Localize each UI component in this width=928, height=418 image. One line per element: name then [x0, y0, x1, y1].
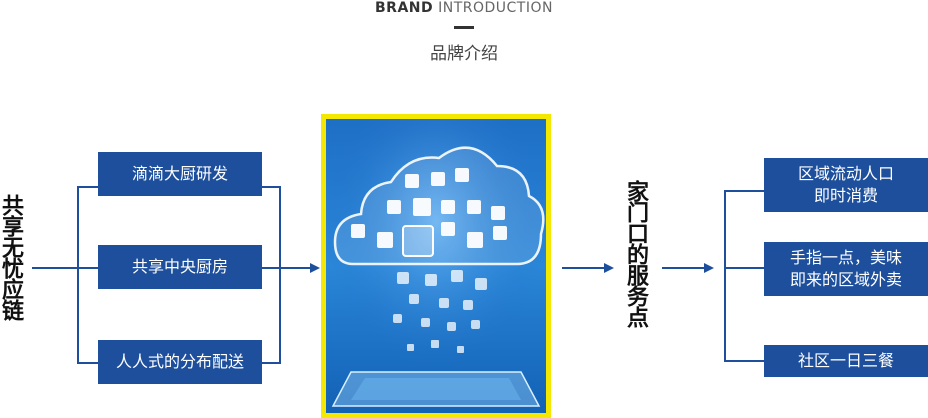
center-cloud-illustration	[321, 114, 551, 418]
center-to-right-connector	[562, 267, 608, 269]
right-box-3-line1: 社区一日三餐	[797, 351, 894, 370]
right-box-3: 社区一日三餐	[764, 345, 928, 377]
right-bracket-top	[724, 190, 764, 192]
left-box-2-label: 共享中央厨房	[131, 257, 228, 276]
header-divider	[454, 26, 474, 29]
right-bracket-bottom	[724, 360, 764, 362]
right-vertical-title: 家门口的服务点	[623, 180, 648, 327]
left-bracket-top	[77, 186, 99, 188]
right-box-1: 区域流动人口 即时消费	[764, 158, 928, 212]
left-vertical-title: 共享无忧应链	[0, 194, 23, 320]
left-box-1: 滴滴大厨研发	[98, 152, 262, 196]
mid-bracket-mid	[262, 267, 280, 269]
arrow-to-center-icon	[310, 263, 320, 273]
mid-bracket-bottom	[262, 362, 280, 364]
arrow-to-bracket-icon	[704, 263, 714, 273]
right-box-2: 手指一点，美味 即来的区域外卖	[764, 242, 928, 296]
right-box-1-line1: 区域流动人口	[797, 164, 894, 183]
section-header-cn: 品牌介绍	[430, 44, 498, 64]
left-bracket-bottom	[77, 362, 99, 364]
header-en-bold: BRAND	[375, 0, 434, 16]
left-box-3: 人人式的分布配送	[98, 340, 262, 384]
section-header-en: BRAND INTRODUCTION	[0, 0, 928, 16]
right-box-2-line2: 即来的区域外卖	[789, 270, 902, 289]
mid-to-center-connector	[280, 267, 314, 269]
left-box-3-label: 人人式的分布配送	[115, 352, 244, 371]
left-title-connector	[32, 267, 78, 269]
right-box-2-line1: 手指一点，美味	[789, 248, 902, 267]
right-box-1-line2: 即时消费	[813, 186, 878, 205]
mid-bracket-top	[262, 186, 280, 188]
service-to-bracket-connector	[662, 267, 708, 269]
right-bracket-mid	[724, 267, 764, 269]
header-en-light: INTRODUCTION	[438, 0, 553, 16]
arrow-to-service-icon	[604, 263, 614, 273]
right-bracket-vertical	[724, 190, 726, 362]
left-bracket-mid	[77, 267, 99, 269]
left-box-2: 共享中央厨房	[98, 245, 262, 289]
left-box-1-label: 滴滴大厨研发	[131, 164, 228, 183]
left-bracket-vertical	[77, 186, 79, 364]
mid-bracket-vertical	[279, 186, 281, 364]
